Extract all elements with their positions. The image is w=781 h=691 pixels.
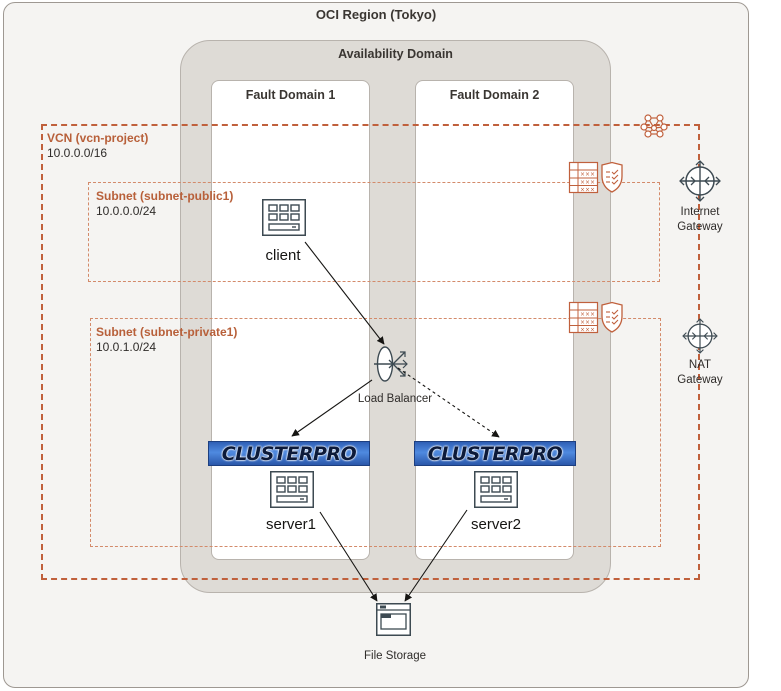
- nat-gateway-label: NAT Gateway: [660, 358, 740, 388]
- subnet-private: [90, 318, 661, 547]
- file-storage-icon: [376, 603, 411, 636]
- subnet-public-cidr: 10.0.0.0/24: [96, 204, 157, 218]
- fault-domain-2-title: Fault Domain 2: [449, 88, 540, 102]
- subnet-public-title: Subnet (subnet-public1): [96, 189, 234, 203]
- arrow-server1-to-storage: [319, 511, 378, 602]
- load-balancer-label: Load Balancer: [357, 393, 433, 405]
- client-label: client: [265, 247, 301, 264]
- internet-gateway-label-line1: Internet: [680, 206, 720, 218]
- nat-gateway-icon: [682, 318, 718, 354]
- subnet-private-title: Subnet (subnet-private1): [96, 325, 238, 339]
- clusterpro-logo-2-text: CLUSTERPRO: [427, 442, 563, 465]
- clusterpro-logo-1-text: CLUSTERPRO: [221, 442, 357, 465]
- arrow-lb-to-server2: [397, 367, 500, 438]
- nat-gateway-label-line1: NAT: [688, 359, 712, 371]
- security-list-icon-public: [568, 161, 623, 195]
- vcn-network-icon: [640, 114, 668, 138]
- region-title: OCI Region (Tokyo): [315, 7, 437, 22]
- server2-compute-icon: [474, 471, 518, 508]
- arrow-client-to-lb: [304, 241, 385, 345]
- availability-domain-title: Availability Domain: [338, 47, 453, 61]
- arrow-server2-to-storage: [404, 509, 468, 602]
- load-balancer-icon: [374, 346, 408, 382]
- nat-gateway-label-line2: Gateway: [677, 374, 723, 386]
- security-list-icon-private: [568, 301, 623, 335]
- fault-domain-1-title: Fault Domain 1: [245, 88, 336, 102]
- client-compute-icon: [262, 199, 306, 236]
- internet-gateway-icon: [679, 160, 721, 202]
- server1-label: server1: [265, 516, 317, 533]
- server1-compute-icon: [270, 471, 314, 508]
- file-storage-label: File Storage: [363, 650, 426, 662]
- clusterpro-logo-2: CLUSTERPRO: [414, 441, 576, 466]
- internet-gateway-label-line2: Gateway: [677, 221, 723, 233]
- subnet-public: [88, 182, 660, 282]
- vcn-title: VCN (vcn-project): [47, 131, 149, 145]
- arrow-lb-to-server1: [291, 379, 373, 437]
- internet-gateway-label: Internet Gateway: [660, 205, 740, 235]
- vcn-cidr: 10.0.0.0/16: [47, 146, 108, 160]
- subnet-private-cidr: 10.0.1.0/24: [96, 340, 157, 354]
- server2-label: server2: [470, 516, 522, 533]
- clusterpro-logo-1: CLUSTERPRO: [208, 441, 370, 466]
